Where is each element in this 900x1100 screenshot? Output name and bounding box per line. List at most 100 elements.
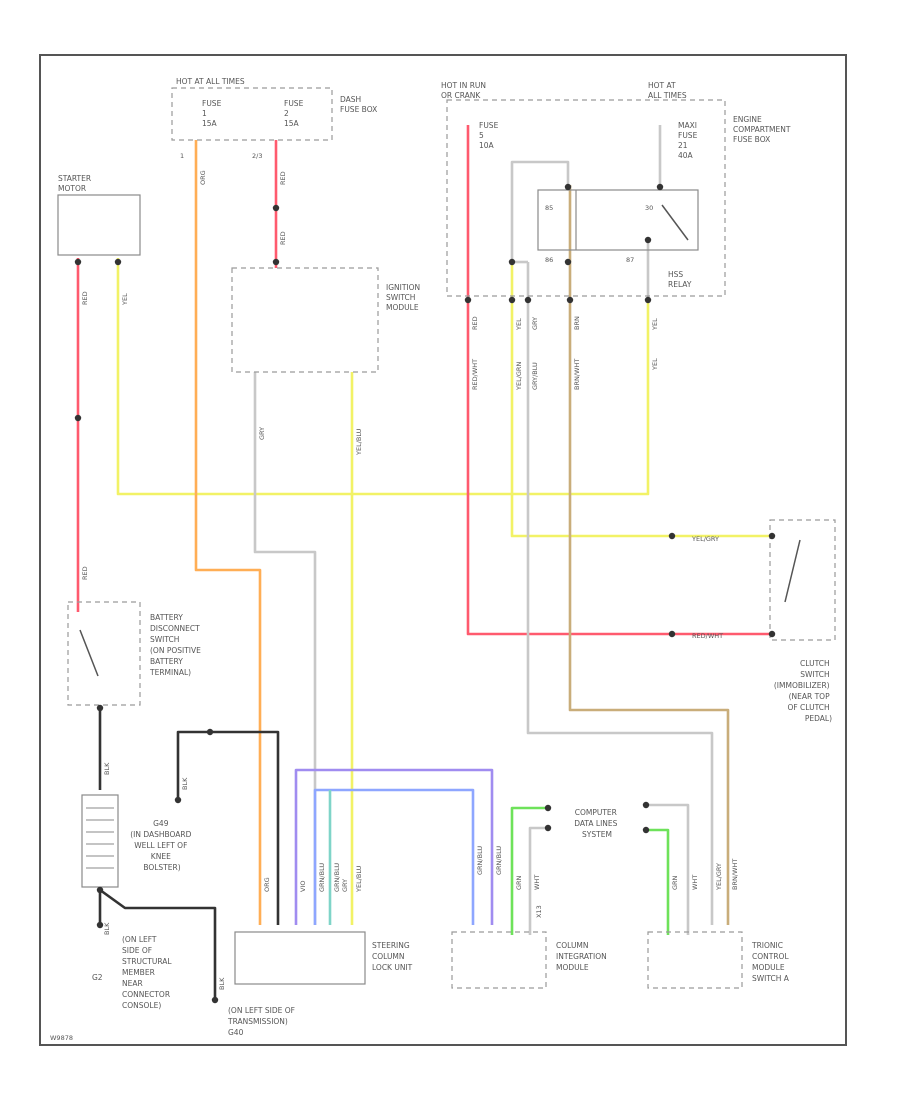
svg-text:BRN/WHT: BRN/WHT bbox=[573, 359, 581, 390]
hot-in-run-label: HOT IN RUN OR CRANK bbox=[441, 81, 488, 100]
battery-disconnect-label: BATTERY DISCONNECT SWITCH (ON POSITIVE B… bbox=[149, 613, 203, 677]
diagram-frame bbox=[39, 54, 847, 1046]
svg-text:GRY/BLU: GRY/BLU bbox=[531, 362, 539, 390]
svg-text:BLK: BLK bbox=[181, 777, 189, 790]
wire-starter-yellow bbox=[116, 258, 650, 496]
svg-text:YEL/GRN: YEL/GRN bbox=[515, 362, 523, 391]
g40-label: (ON LEFT SIDE OF TRANSMISSION) G40 bbox=[227, 1006, 297, 1037]
svg-text:WHT: WHT bbox=[533, 875, 541, 890]
cim-tag: X13 bbox=[535, 905, 543, 918]
wire-engine-yelgrn bbox=[510, 262, 775, 538]
wire-fuse1-orange bbox=[194, 140, 262, 925]
wire-data-green-tcm bbox=[645, 828, 670, 935]
svg-text:GRN/BLU: GRN/BLU bbox=[495, 846, 503, 875]
fuse-left-b-label: FUSE 2 15A bbox=[284, 99, 306, 128]
wire-engine-gray bbox=[526, 262, 714, 925]
svg-text:YEL: YEL bbox=[651, 358, 659, 371]
relay-pin-85: 85 bbox=[545, 204, 553, 212]
clutch-switch-label: CLUTCH SWITCH (IMMOBILIZER) (NEAR TOP OF… bbox=[774, 659, 832, 723]
svg-text:YEL: YEL bbox=[121, 293, 129, 306]
svg-text:1: 1 bbox=[180, 152, 184, 160]
svg-text:GRY: GRY bbox=[258, 427, 266, 440]
svg-text:BRN/WHT: BRN/WHT bbox=[731, 859, 739, 890]
fuse-right-a-label: FUSE 5 10A bbox=[479, 121, 501, 150]
wire-labels: 1 ORG 2/3 RED RED RED YEL RED GRY YEL/BL… bbox=[81, 152, 739, 990]
g49-connector-block bbox=[81, 794, 119, 888]
dash-fuse-box-label: DASH FUSE BOX bbox=[340, 95, 377, 114]
dash-fuse-box bbox=[171, 87, 333, 141]
ignition-switch-box bbox=[231, 267, 379, 373]
svg-text:RED: RED bbox=[279, 171, 287, 185]
engine-fuse-box-label: ENGINE COMPARTMENT FUSE BOX bbox=[733, 115, 793, 144]
svg-text:GRY: GRY bbox=[531, 317, 539, 330]
svg-text:RED: RED bbox=[471, 316, 479, 330]
fuse-left-a-label: FUSE 1 15A bbox=[202, 99, 224, 128]
svg-text:RED/WHT: RED/WHT bbox=[692, 632, 723, 640]
wire-data-white-cim bbox=[528, 826, 550, 935]
cim-box bbox=[451, 931, 547, 989]
relay-pin-86: 86 bbox=[545, 256, 553, 264]
svg-text:YEL/GRY: YEL/GRY bbox=[691, 535, 719, 543]
ignition-switch-label: IGNITION SWITCH MODULE bbox=[386, 283, 423, 312]
svg-text:YEL: YEL bbox=[651, 318, 659, 331]
svg-text:GRN/BLU: GRN/BLU bbox=[476, 846, 484, 875]
battery-disconnect-box bbox=[67, 601, 141, 706]
g49-label: G49 (IN DASHBOARD WELL LEFT OF KNEE BOLS… bbox=[130, 819, 194, 872]
starter-motor-label: STARTER MOTOR bbox=[58, 174, 93, 193]
g2-number: G2 bbox=[92, 973, 103, 982]
relay-label: HSS RELAY bbox=[668, 270, 692, 289]
wire-fuse5-relay bbox=[510, 160, 570, 262]
wire-data-white-tcm bbox=[645, 803, 690, 935]
wire-ignition-gray bbox=[253, 372, 317, 925]
wire-g49-black bbox=[176, 730, 280, 925]
svg-text:GRN/BLU: GRN/BLU bbox=[318, 863, 326, 892]
steering-lock-label: STEERING COLUMN LOCK UNIT bbox=[372, 941, 413, 972]
svg-text:GRY: GRY bbox=[341, 879, 349, 892]
svg-text:BRN: BRN bbox=[573, 316, 581, 330]
svg-text:YEL/BLU: YEL/BLU bbox=[355, 865, 363, 893]
splice-dots bbox=[74, 183, 776, 1004]
svg-text:YEL/BLU: YEL/BLU bbox=[355, 428, 363, 456]
hss-relay-box bbox=[537, 189, 699, 251]
wire-data-green-cim bbox=[510, 806, 550, 935]
svg-text:VIO: VIO bbox=[299, 881, 307, 892]
g2-label: (ON LEFT SIDE OF STRUCTURAL MEMBER NEAR … bbox=[122, 935, 174, 1010]
svg-text:BLK: BLK bbox=[103, 762, 111, 775]
battery-switch-contact bbox=[79, 629, 99, 677]
svg-text:GRN/BLU: GRN/BLU bbox=[333, 863, 341, 892]
clutch-switch-box bbox=[769, 519, 836, 641]
hot-at-all-times-left-label: HOT AT ALL TIMES bbox=[176, 77, 245, 86]
steering-lock-box bbox=[234, 931, 366, 985]
wire-g40-black bbox=[99, 888, 217, 1000]
svg-text:RED: RED bbox=[81, 566, 89, 580]
relay-pin-30: 30 bbox=[645, 204, 653, 212]
fuse-right-b-label: MAXI FUSE 21 40A bbox=[678, 121, 700, 160]
wire-blue-loop bbox=[313, 788, 475, 925]
wire-engine-brown bbox=[568, 185, 730, 925]
svg-text:BLK: BLK bbox=[218, 977, 226, 990]
svg-text:RED: RED bbox=[81, 291, 89, 305]
wire-violet-loop bbox=[294, 768, 494, 925]
relay-contact bbox=[661, 204, 689, 241]
cim-label: COLUMN INTEGRATION MODULE bbox=[556, 941, 609, 972]
svg-text:BLK: BLK bbox=[103, 922, 111, 935]
svg-text:ORG: ORG bbox=[199, 170, 207, 185]
svg-text:YEL/GRY: YEL/GRY bbox=[715, 863, 723, 891]
g49-pins bbox=[86, 807, 114, 869]
svg-text:RED/WHT: RED/WHT bbox=[471, 359, 479, 390]
svg-text:2/3: 2/3 bbox=[252, 152, 262, 160]
hot-at-all-times-right-label: HOT AT ALL TIMES bbox=[648, 81, 687, 100]
svg-text:ORG: ORG bbox=[263, 877, 271, 892]
svg-text:GRN: GRN bbox=[515, 875, 523, 890]
svg-text:YEL: YEL bbox=[515, 318, 523, 331]
svg-text:WHT: WHT bbox=[691, 875, 699, 890]
starter-motor-box bbox=[57, 194, 141, 256]
computer-data-lines-label: COMPUTER DATA LINES SYSTEM bbox=[574, 808, 620, 839]
diagram-id: W9878 bbox=[50, 1034, 73, 1042]
tcm-label: TRIONIC CONTROL MODULE SWITCH A bbox=[751, 941, 791, 983]
relay-pin-87: 87 bbox=[626, 256, 634, 264]
svg-text:RED: RED bbox=[279, 231, 287, 245]
svg-text:GRN: GRN bbox=[671, 875, 679, 890]
tcm-box bbox=[647, 931, 743, 989]
